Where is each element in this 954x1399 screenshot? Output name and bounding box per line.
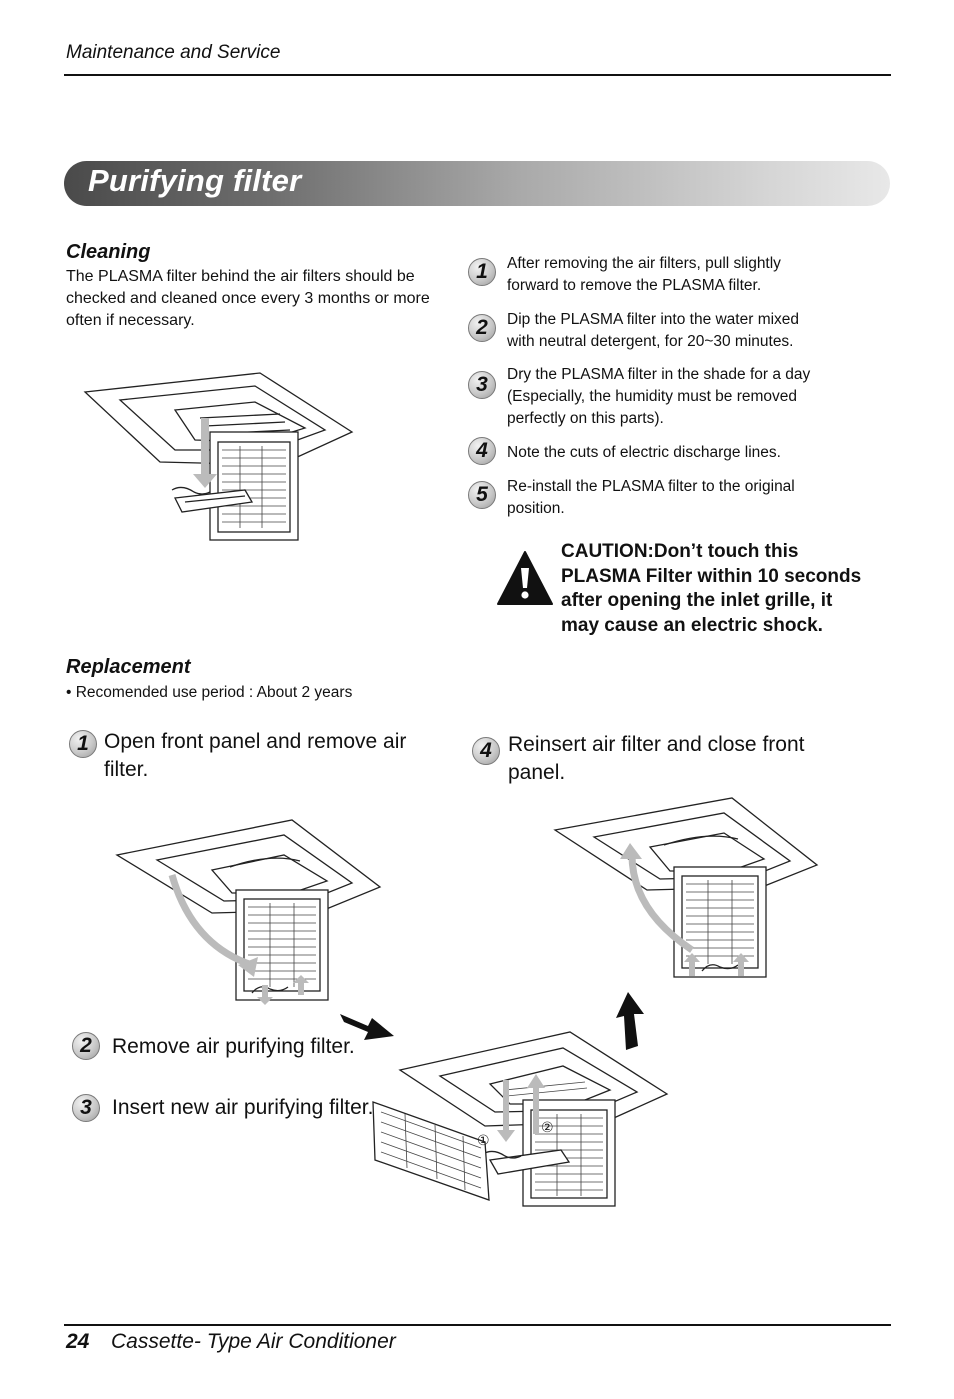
- caution-line: may cause an electric shock.: [561, 614, 823, 636]
- cleaning-step-badge-5: 5: [468, 481, 496, 509]
- cleaning-text-line: The PLASMA filter behind the air filters…: [66, 268, 415, 285]
- replacement-heading: Replacement: [66, 656, 191, 678]
- caution-line: PLASMA Filter within 10 seconds: [561, 565, 862, 587]
- step-line: with neutral detergent, for 20~30 minute…: [507, 333, 794, 350]
- cleaning-text-line: checked and cleaned once every 3 months …: [66, 290, 430, 307]
- cleaning-description: The PLASMA filter behind the air filters…: [66, 266, 446, 332]
- title-banner: [64, 161, 890, 206]
- cleaning-step-5: Re-install the PLASMA filter to the orig…: [507, 476, 795, 520]
- step-line: Re-install the PLASMA filter to the orig…: [507, 478, 795, 495]
- step-line: Insert new air purifying filter.: [112, 1096, 374, 1119]
- step-line: panel.: [508, 761, 566, 784]
- replacement-step-badge-2: 2: [72, 1032, 100, 1060]
- replacement-step-badge-1: 1: [69, 730, 97, 758]
- caution-line: CAUTION:Don’t touch this: [561, 541, 799, 562]
- step-line: Reinsert air filter and close front: [508, 733, 805, 756]
- replacement-step-badge-4: 4: [472, 737, 500, 765]
- step-line: Note the cuts of electric discharge line…: [507, 444, 781, 461]
- footer-rule: [64, 1324, 891, 1326]
- step-line: Open front panel and remove air: [104, 730, 407, 753]
- replacement-step-2: Remove air purifying filter.: [112, 1033, 355, 1061]
- step-line: After removing the air filters, pull sli…: [507, 255, 781, 272]
- cleaning-heading: Cleaning: [66, 241, 151, 263]
- replacement-step-1: Open front panel and remove air filter.: [104, 728, 406, 784]
- cleaning-step-1: After removing the air filters, pull sli…: [507, 253, 781, 297]
- cleaning-step-badge-1: 1: [468, 258, 496, 286]
- step-line: Remove air purifying filter.: [112, 1035, 355, 1058]
- step-line: perfectly on this parts).: [507, 410, 664, 427]
- plasma-filter-removal-illustration: [83, 372, 354, 541]
- arrow-up-icon: [616, 992, 644, 1050]
- cleaning-step-badge-2: 2: [468, 314, 496, 342]
- cleaning-step-2: Dip the PLASMA filter into the water mix…: [507, 309, 799, 353]
- replacement-note: • Recomended use period : About 2 years: [66, 684, 353, 701]
- footer-title: Cassette- Type Air Conditioner: [111, 1330, 396, 1353]
- caution-line: after opening the inlet grille, it: [561, 590, 833, 611]
- reinsert-filter-illustration: [553, 797, 819, 978]
- arrow-right-down-icon: [340, 1014, 394, 1040]
- replacement-step-4: Reinsert air filter and close front pane…: [508, 731, 804, 787]
- diagram-mark-2: ②: [541, 1120, 554, 1136]
- caution-text: CAUTION:Don’t touch this PLASMA Filter w…: [561, 540, 891, 638]
- cleaning-step-badge-4: 4: [468, 437, 496, 465]
- diagram-mark-1: ①: [477, 1133, 490, 1149]
- replacement-step-3: Insert new air purifying filter.: [112, 1094, 373, 1122]
- cleaning-step-4: Note the cuts of electric discharge line…: [507, 442, 781, 464]
- step-line: (Especially, the humidity must be remove…: [507, 388, 798, 405]
- warning-triangle-icon: [497, 551, 553, 605]
- cleaning-step-badge-3: 3: [468, 371, 496, 399]
- step-line: Dry the PLASMA filter in the shade for a…: [507, 366, 811, 383]
- step-line: Dip the PLASMA filter into the water mix…: [507, 311, 800, 328]
- step-line: position.: [507, 500, 565, 517]
- purifying-filter-swap-illustration: ① ②: [372, 1031, 669, 1207]
- running-header: Maintenance and Service: [66, 42, 281, 63]
- header-rule: [64, 74, 891, 76]
- page-title: Purifying filter: [88, 163, 302, 198]
- step-line: filter.: [104, 758, 149, 781]
- cleaning-step-3: Dry the PLASMA filter in the shade for a…: [507, 364, 810, 430]
- cleaning-text-line: often if necessary.: [66, 312, 195, 329]
- replacement-step-badge-3: 3: [72, 1094, 100, 1122]
- open-front-panel-illustration: [115, 819, 382, 1005]
- step-line: forward to remove the PLASMA filter.: [507, 277, 762, 294]
- page-number: 24: [66, 1330, 90, 1353]
